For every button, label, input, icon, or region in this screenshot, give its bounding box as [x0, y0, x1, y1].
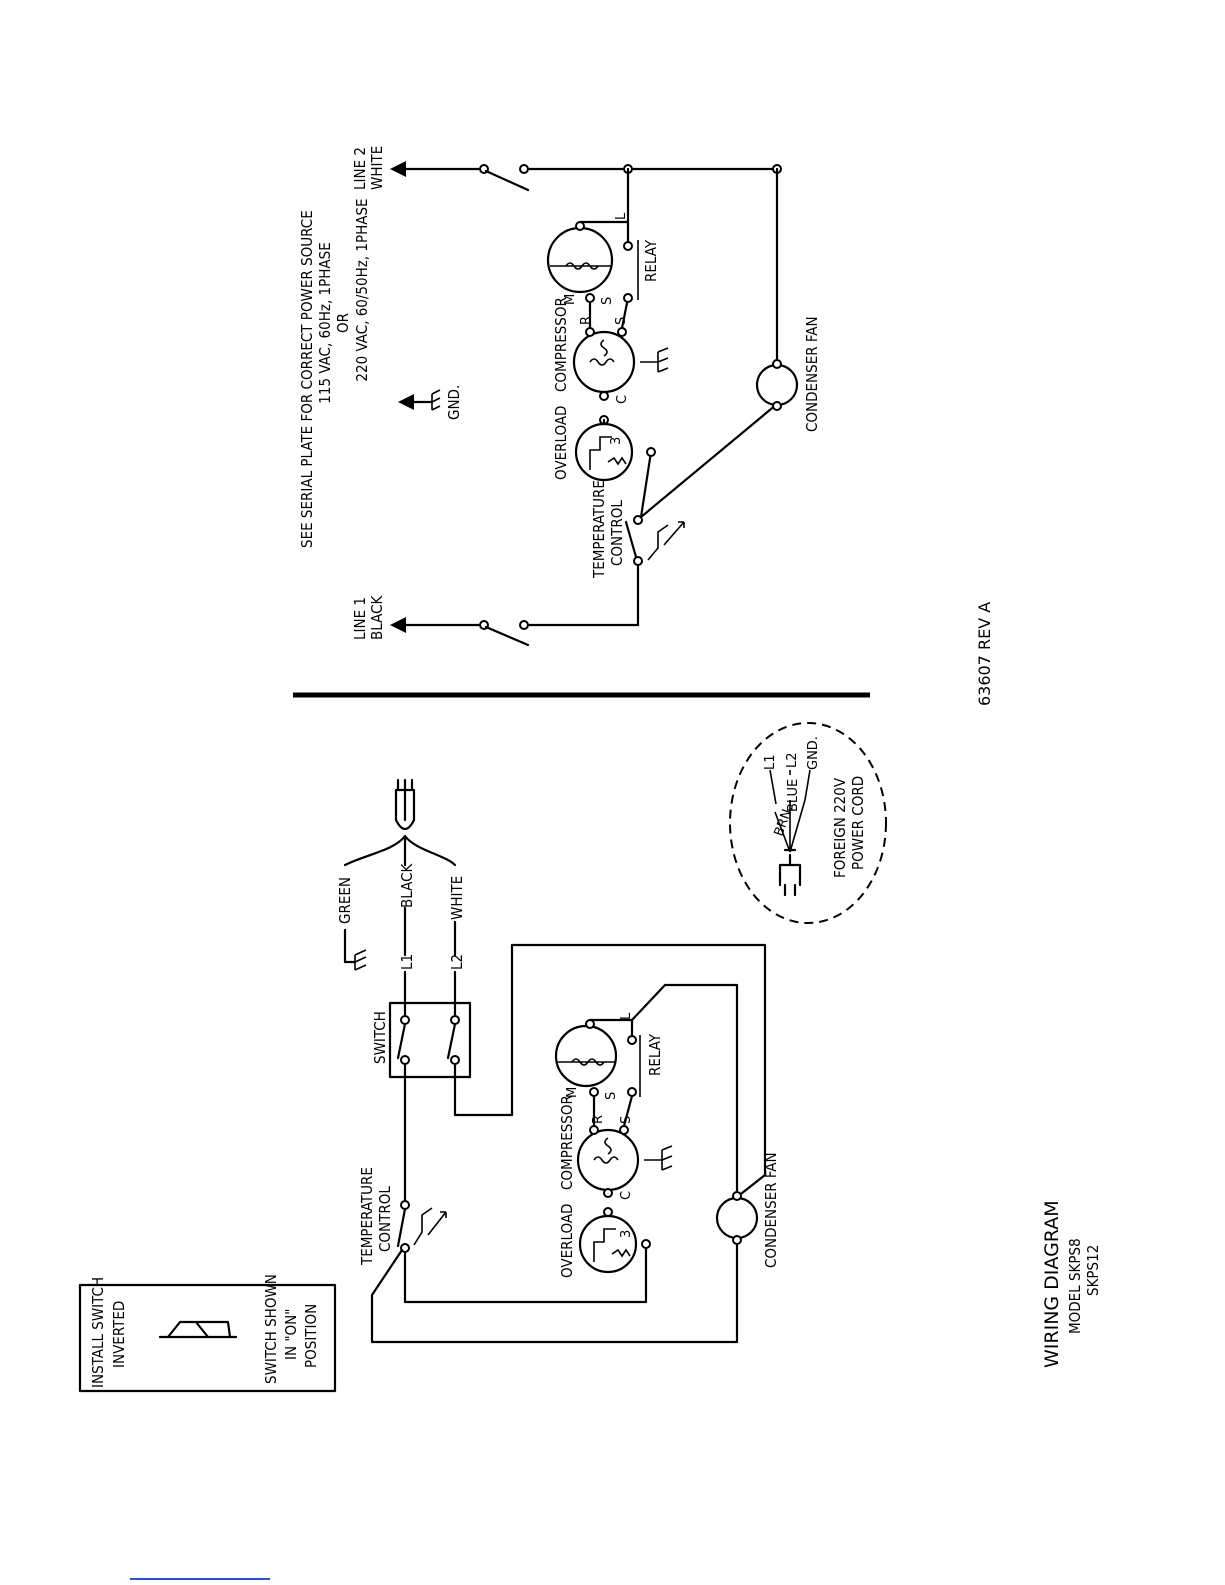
svg-text:S: S — [614, 317, 629, 325]
svg-text:L1: L1 — [763, 754, 778, 770]
svg-text:3: 3 — [609, 437, 624, 445]
upper-diagram: SEE SERIAL PLATE FOR CORRECT POWER SOURC… — [298, 146, 821, 647]
upper-compressor: C R S COMPRESSOR — [552, 297, 669, 404]
svg-text:RELAY: RELAY — [642, 239, 660, 282]
line2-label: LINE 2 WHITE — [351, 146, 386, 190]
svg-text:SWITCH SHOWN: SWITCH SHOWN — [262, 1274, 280, 1384]
svg-text:SWITCH: SWITCH — [371, 1011, 389, 1064]
svg-text:CONTROL: CONTROL — [376, 1186, 394, 1252]
upper-switch-l2-blade — [484, 169, 530, 192]
svg-text:3: 3 — [619, 1230, 634, 1238]
line2-arrow-icon — [390, 161, 406, 177]
svg-text:TEMPERATURE: TEMPERATURE — [358, 1167, 376, 1266]
diagram-title: WIRING DIAGRAM — [1041, 1200, 1063, 1368]
svg-text:GND.: GND. — [806, 736, 821, 770]
serial-plate-note: SEE SERIAL PLATE FOR CORRECT POWER SOURC… — [298, 198, 371, 548]
svg-text:R: R — [579, 316, 594, 325]
model-line-1: MODEL SKPS8 — [1066, 1238, 1084, 1334]
svg-text:CONDENSER FAN: CONDENSER FAN — [803, 316, 821, 432]
svg-text:CONDENSER FAN: CONDENSER FAN — [762, 1152, 780, 1268]
svg-text:IN "ON": IN "ON" — [282, 1309, 300, 1360]
foreign-power-cord-detail: BRN. BLUE L1 L2 GND. FOREIGN 220V POWER … — [729, 722, 887, 924]
svg-text:115 VAC, 60Hz, 1PHASE: 115 VAC, 60Hz, 1PHASE — [316, 242, 334, 403]
svg-text:L1: L1 — [398, 954, 416, 970]
footer-underline — [130, 1578, 270, 1580]
ground-arrow-icon: GND. — [398, 385, 463, 420]
svg-text:L: L — [614, 212, 629, 220]
svg-text:L2: L2 — [448, 954, 466, 970]
upper-relay: M S L RELAY — [546, 212, 660, 305]
svg-text:L: L — [619, 1012, 634, 1020]
svg-text:M: M — [565, 1087, 580, 1098]
lower-relay: M S L RELAY — [554, 1012, 664, 1100]
svg-text:POWER CORD: POWER CORD — [849, 776, 867, 870]
upper-condenser-fan: CONDENSER FAN — [755, 316, 821, 432]
svg-text:BLUE: BLUE — [786, 779, 801, 812]
svg-text:COMPRESSOR: COMPRESSOR — [558, 1095, 576, 1190]
line1-label: LINE 1 BLACK — [351, 594, 386, 640]
install-switch-box: INSTALL SWITCH INVERTED SWITCH SHOWN IN … — [78, 1274, 337, 1393]
svg-text:LINE 1: LINE 1 — [351, 597, 369, 640]
lower-condenser-fan: CONDENSER FAN — [715, 1152, 780, 1268]
svg-text:OVERLOAD: OVERLOAD — [558, 1204, 576, 1278]
svg-text:TEMPERATURE: TEMPERATURE — [590, 480, 608, 579]
upper-temperature-control: TEMPERATURE CONTROL — [590, 480, 685, 579]
foreign-plug-icon — [774, 799, 806, 897]
svg-text:OR: OR — [334, 313, 352, 333]
lower-overload: 3 OVERLOAD — [558, 1204, 651, 1278]
svg-text:GREEN: GREEN — [336, 877, 354, 924]
title-block: WIRING DIAGRAM MODEL SKPS8 SKPS12 — [1041, 1200, 1102, 1368]
svg-text:INSTALL SWITCH: INSTALL SWITCH — [89, 1277, 107, 1388]
revision-label: 63607 REV A — [975, 602, 994, 706]
svg-text:FOREIGN 220V: FOREIGN 220V — [831, 777, 849, 878]
svg-text:COMPRESSOR: COMPRESSOR — [552, 297, 570, 392]
lower-temperature-control: TEMPERATURE CONTROL — [358, 1167, 447, 1266]
svg-text:BLACK: BLACK — [398, 862, 416, 908]
svg-text:WHITE: WHITE — [368, 146, 386, 190]
svg-text:R: R — [591, 1115, 606, 1124]
svg-text:220 VAC, 60/50Hz, 1PHASE: 220 VAC, 60/50Hz, 1PHASE — [353, 198, 371, 381]
svg-text:LINE 2: LINE 2 — [351, 147, 369, 190]
svg-text:SEE SERIAL PLATE FOR CORRECT P: SEE SERIAL PLATE FOR CORRECT POWER SOURC… — [298, 210, 316, 548]
power-plug-icon — [394, 778, 416, 831]
svg-text:POSITION: POSITION — [302, 1304, 320, 1368]
svg-text:S: S — [604, 1092, 619, 1100]
svg-text:OVERLOAD: OVERLOAD — [552, 406, 570, 480]
svg-text:S: S — [600, 297, 615, 305]
lower-diagram: INSTALL SWITCH INVERTED SWITCH SHOWN IN … — [78, 722, 887, 1393]
svg-text:C: C — [619, 1191, 634, 1200]
svg-text:M: M — [563, 294, 578, 305]
svg-text:RELAY: RELAY — [646, 1033, 664, 1076]
svg-text:L2: L2 — [785, 752, 800, 768]
svg-text:BLACK: BLACK — [368, 594, 386, 640]
model-line-2: SKPS12 — [1084, 1245, 1102, 1296]
svg-text:CONTROL: CONTROL — [608, 500, 626, 566]
lower-compressor: C R S COMPRESSOR — [558, 1095, 673, 1200]
lower-switch: SWITCH — [371, 1001, 472, 1079]
line1-arrow-icon — [390, 617, 406, 633]
svg-text:INVERTED: INVERTED — [110, 1301, 128, 1368]
svg-text:GND.: GND. — [445, 385, 463, 420]
svg-text:WHITE: WHITE — [448, 876, 466, 920]
svg-text:C: C — [615, 395, 630, 404]
rocker-switch-icon — [158, 1320, 238, 1339]
